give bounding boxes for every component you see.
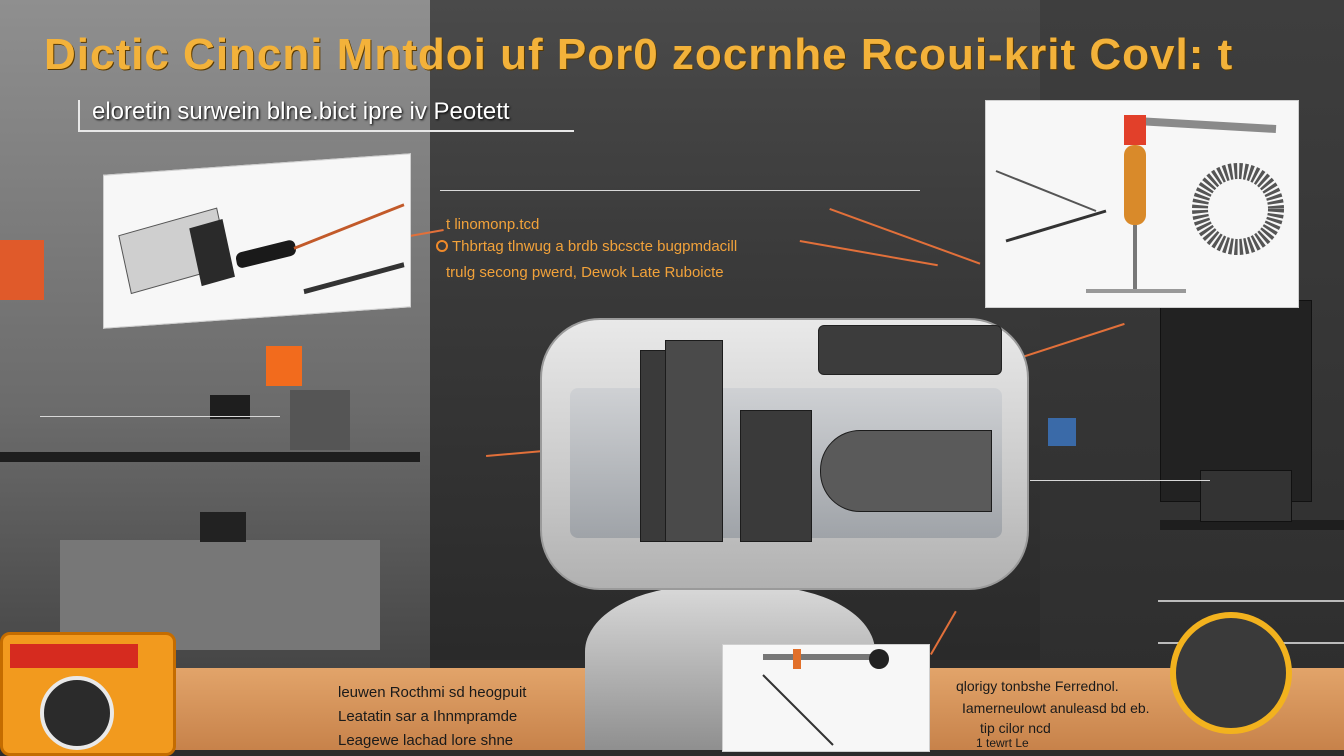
bottom-right-label: 1 tewrt Le [976, 736, 1029, 750]
equipment-box [1200, 470, 1292, 522]
inset-soldering-tools [985, 100, 1299, 308]
small-device [200, 512, 246, 542]
inset-probe [722, 644, 930, 752]
orange-part [266, 346, 302, 386]
right-shelf [1160, 520, 1344, 530]
workbench-clutter [60, 540, 380, 650]
internal-module [665, 340, 723, 542]
callout-label: t linomonp.tcd [446, 216, 540, 233]
wire-coil-icon [1192, 163, 1284, 255]
subtitle-underline [78, 130, 574, 132]
bottom-left-label: leuwen Rocthmi sd heogpuit [338, 684, 527, 701]
callout-bullet [436, 240, 448, 252]
bottom-left-label: Leagewe lachad lore shne [338, 732, 514, 749]
probe-icon [762, 649, 889, 746]
sensor-chip [1048, 418, 1076, 446]
callout-label: trulg secong pwerd, Dewok Late Ruboicte [446, 264, 724, 281]
bottom-left-label: Leatatin sar a Ihnmpramde [338, 708, 518, 725]
bench-display [210, 395, 250, 419]
page-subtitle: eloretin surwein blne.bict ipre iv Peote… [92, 98, 510, 125]
bottom-right-label: Iamerneulowt anuleasd bd eb. [962, 700, 1150, 716]
motor-assembly [1170, 612, 1292, 734]
bottom-right-label: qlorigy tonbshe Ferrednol. [956, 678, 1119, 694]
multimeter-display [10, 644, 138, 668]
pointer-line [1030, 480, 1210, 481]
soldering-iron-icon [995, 115, 1277, 293]
internal-module [740, 410, 812, 542]
title-divider [78, 100, 80, 132]
workbench-shelf [0, 452, 420, 462]
pointer-line [40, 416, 280, 417]
device-top-panel [818, 325, 1002, 375]
callout-label: Thbrtag tlnwug a brdb sbcscte bugpmdacil… [452, 238, 738, 255]
pointer-line [440, 190, 920, 191]
inset-circuit-probe [103, 153, 411, 329]
bottom-right-label: tip cilor ncd [980, 720, 1051, 736]
page-title: Dictic Cincni Mntdoi uf Por0 zocrnhe Rco… [44, 30, 1234, 79]
internal-motor [820, 430, 992, 512]
multimeter-dial [40, 676, 114, 750]
bench-instrument [290, 390, 350, 450]
circuit-board-icon [118, 203, 405, 295]
wall-socket [0, 240, 44, 300]
